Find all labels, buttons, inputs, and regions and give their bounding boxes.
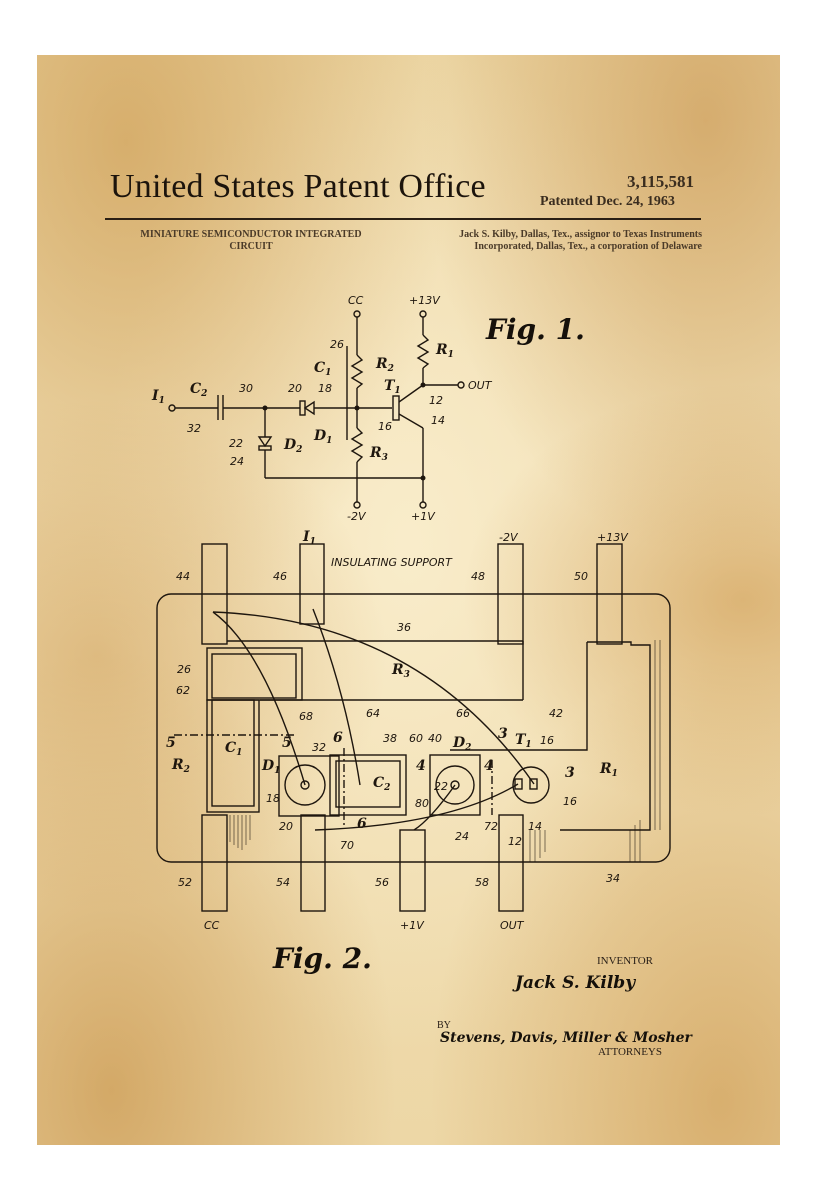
svg-text:34: 34: [606, 872, 620, 885]
figure1-caption: Fig. 1.: [486, 313, 585, 346]
svg-text:50: 50: [574, 570, 588, 583]
svg-text:70: 70: [340, 839, 354, 852]
svg-text:26: 26: [330, 338, 344, 351]
svg-text:36: 36: [397, 621, 411, 634]
svg-text:14: 14: [431, 414, 445, 427]
svg-text:-2V: -2V: [499, 531, 519, 544]
svg-text:CC: CC: [204, 919, 220, 932]
figure2-layout: INSULATING SUPPORT I1 -2V +13V CC +1V OU…: [156, 529, 671, 932]
svg-text:68: 68: [299, 710, 313, 723]
svg-text:72: 72: [484, 820, 498, 833]
svg-text:4: 4: [484, 758, 494, 774]
invention-title-line2: CIRCUIT: [229, 241, 273, 252]
svg-text:18: 18: [266, 792, 280, 805]
svg-text:52: 52: [178, 876, 192, 889]
svg-text:6: 6: [357, 816, 367, 832]
svg-text:20: 20: [279, 820, 293, 833]
attorneys-signature: Stevens, Davis, Miller & Mosher: [440, 1030, 692, 1046]
svg-text:5: 5: [166, 735, 176, 751]
svg-text:C2: C2: [373, 775, 390, 793]
office-title: United States Patent Office: [110, 168, 486, 205]
svg-text:12: 12: [429, 394, 443, 407]
svg-text:+13V: +13V: [409, 294, 441, 307]
svg-text:D1: D1: [261, 758, 280, 776]
svg-text:20: 20: [288, 382, 302, 395]
svg-text:I1: I1: [302, 529, 316, 547]
header-rule: [105, 218, 701, 220]
svg-text:16: 16: [378, 420, 392, 433]
svg-text:D1: D1: [313, 428, 332, 446]
invention-title-line1: MINIATURE SEMICONDUCTOR INTEGRATED: [140, 229, 362, 240]
svg-text:OUT: OUT: [500, 919, 525, 932]
svg-text:+1V: +1V: [400, 919, 425, 932]
inventor-signature: Jack S. Kilby: [515, 973, 636, 993]
svg-text:66: 66: [456, 707, 470, 720]
svg-text:14: 14: [528, 820, 542, 833]
assignment-line1: Jack S. Kilby, Dallas, Tex., assignor to…: [459, 229, 702, 240]
svg-text:INSULATING SUPPORT: INSULATING SUPPORT: [331, 556, 453, 569]
svg-text:R3: R3: [369, 445, 388, 463]
svg-text:16: 16: [563, 795, 577, 808]
svg-text:CC: CC: [348, 294, 364, 307]
svg-text:60: 60: [409, 732, 423, 745]
svg-text:C1: C1: [314, 360, 331, 378]
svg-text:62: 62: [176, 684, 190, 697]
inventor-label: INVENTOR: [597, 955, 654, 967]
svg-text:26: 26: [177, 663, 191, 676]
svg-text:5: 5: [282, 735, 292, 751]
by-label: BY: [437, 1020, 451, 1031]
svg-text:T1: T1: [384, 378, 401, 396]
svg-text:-2V: -2V: [347, 510, 367, 523]
svg-text:22: 22: [434, 780, 448, 793]
svg-text:64: 64: [366, 707, 380, 720]
svg-text:3: 3: [498, 726, 508, 742]
svg-text:+1V: +1V: [411, 510, 436, 523]
svg-text:R2: R2: [171, 757, 190, 775]
patent-number: 3,115,581: [627, 172, 695, 191]
patent-date: Patented Dec. 24, 1963: [540, 194, 675, 209]
svg-text:32: 32: [187, 422, 201, 435]
svg-text:18: 18: [318, 382, 332, 395]
svg-text:R1: R1: [599, 761, 618, 779]
figure2-caption: Fig. 2.: [273, 942, 372, 975]
svg-text:32: 32: [312, 741, 326, 754]
svg-text:80: 80: [415, 797, 429, 810]
figure1-schematic: CC +13V -2V +1V OUT I1 C2 30 32 20 18 D1…: [151, 294, 493, 523]
svg-text:R1: R1: [435, 342, 454, 360]
svg-text:30: 30: [239, 382, 253, 395]
svg-text:46: 46: [273, 570, 287, 583]
svg-text:54: 54: [276, 876, 290, 889]
svg-text:3: 3: [565, 765, 575, 781]
svg-text:44: 44: [176, 570, 190, 583]
svg-text:6: 6: [333, 730, 343, 746]
svg-text:24: 24: [455, 830, 469, 843]
svg-text:24: 24: [230, 455, 244, 468]
attorneys-label: ATTORNEYS: [598, 1046, 662, 1058]
svg-text:D2: D2: [452, 735, 471, 753]
patent-paper: [37, 55, 780, 1145]
svg-text:40: 40: [428, 732, 442, 745]
svg-text:42: 42: [549, 707, 563, 720]
svg-text:56: 56: [375, 876, 389, 889]
svg-text:D2: D2: [283, 437, 302, 455]
svg-text:16: 16: [540, 734, 554, 747]
svg-text:C1: C1: [225, 740, 242, 758]
svg-text:C2: C2: [190, 381, 207, 399]
svg-text:T1: T1: [515, 732, 532, 750]
svg-text:22: 22: [229, 437, 243, 450]
svg-text:12: 12: [508, 835, 522, 848]
svg-text:4: 4: [416, 758, 426, 774]
assignment-line2: Incorporated, Dallas, Tex., a corporatio…: [474, 241, 702, 252]
svg-text:38: 38: [383, 732, 397, 745]
svg-text:48: 48: [471, 570, 485, 583]
svg-text:58: 58: [475, 876, 489, 889]
svg-text:R2: R2: [375, 356, 394, 374]
svg-text:OUT: OUT: [468, 379, 493, 392]
svg-text:I1: I1: [151, 388, 165, 406]
svg-text:+13V: +13V: [597, 531, 629, 544]
